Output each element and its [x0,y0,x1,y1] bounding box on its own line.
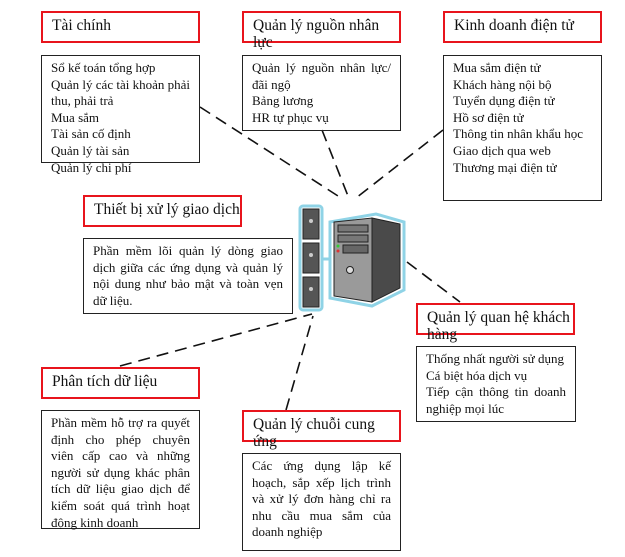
transaction-title: Thiết bị xử lý giao dịch [83,195,242,227]
analytics-description: Phần mềm hỗ trợ ra quyết định cho phép c… [41,410,200,530]
finance-list: Sổ kế toán tổng hợp Quản lý các tài khoả… [41,55,200,175]
list-item: Giao dịch qua web [453,142,551,158]
analytics-title: Phân tích dữ liệu [41,367,200,399]
list-item: Sổ kế toán tổng hợp [51,60,156,75]
list-item: Mua sắm [51,109,100,125]
finance-title: Tài chính [41,11,200,43]
supply-title: Quản lý chuỗi cung ứng [242,410,401,450]
list-item: HR tự phục vụ [252,109,329,125]
list-item: Quản lý các tài khoản phải thu, phải trả [51,76,190,109]
connector-finance [199,106,339,197]
connector-crm [406,261,461,303]
list-item: Cá biệt hóa dịch vụ [426,367,528,383]
list-item: Tài sản cố định [51,126,131,142]
connector-hr [321,129,349,197]
list-item: Khách hàng nội bộ [453,76,552,92]
description-text: Phần mềm hỗ trợ ra quyết định cho phép c… [51,415,190,530]
list-item: Tuyển dụng điện tử [453,93,555,109]
list-item: Mua sắm điện tử [453,60,541,75]
list-item: Thông tin nhân khẩu học [453,126,583,142]
list-item: Quản lý nguồn nhân lực/đãi ngộ [252,60,391,92]
description-text: Các ứng dụng lập kế hoạch, sắp xếp lịch … [252,458,391,540]
connector-supply [285,315,314,411]
server-icon [298,204,406,312]
list-item: Thống nhất người sử dụng [426,351,564,366]
list-item: Quản lý tài sản [51,142,130,158]
list-item: Tiếp cận thông tin doanh nghiệp mọi lúc [426,384,566,416]
list-item: Thương mại điện tử [453,159,557,175]
crm-title: Quản lý quan hệ khách hàng [416,303,575,343]
description-text: Phần mềm lõi quản lý dòng giao dịch giữa… [93,243,283,308]
transaction-description: Phần mềm lõi quản lý dòng giao dịch giữa… [83,238,293,314]
list-item: Bảng lương [252,93,314,109]
hr-title: Quản lý nguồn nhân lực [242,11,401,51]
connector-analytics [119,313,313,367]
ebusiness-title: Kinh doanh điện tử [443,11,602,43]
ebusiness-list: Mua sắm điện tử Khách hàng nội bộ Tuyển … [443,55,602,201]
crm-list: Thống nhất người sử dụng Cá biệt hóa dịc… [416,346,576,422]
connector-ebusiness [355,129,444,199]
hr-list: Quản lý nguồn nhân lực/đãi ngộ Bảng lươn… [242,55,401,131]
list-item: Hồ sơ điện tử [453,109,524,125]
supply-description: Các ứng dụng lập kế hoạch, sắp xếp lịch … [242,453,401,551]
list-item: Quản lý chi phí [51,159,132,175]
